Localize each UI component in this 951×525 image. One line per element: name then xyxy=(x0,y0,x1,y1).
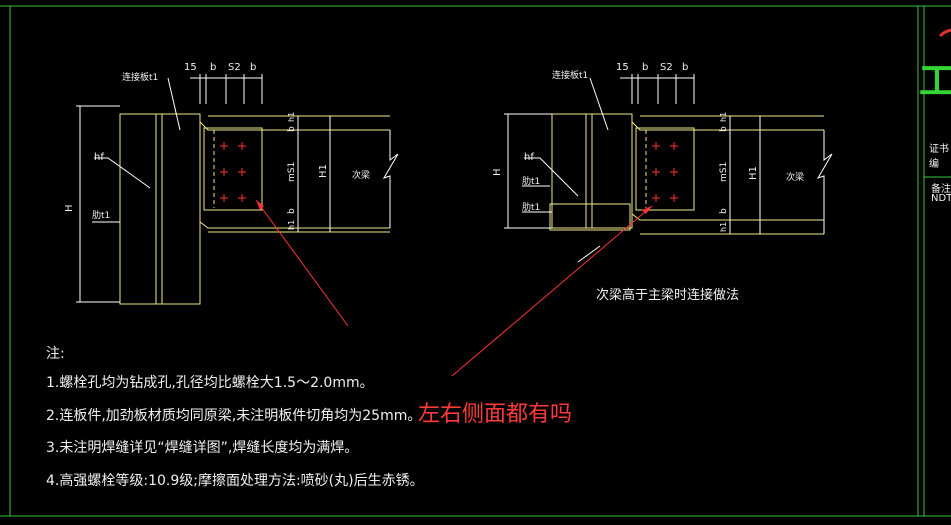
right-detail: 连接板t1 15 b S2 b hf 肋t1 肋t1 H H1 b mS1 b … xyxy=(492,62,833,263)
dim-s2: S2 xyxy=(660,62,673,73)
drawing-frame xyxy=(0,5,951,517)
bolt xyxy=(220,168,228,176)
title-block-field: 备注 xyxy=(931,184,951,195)
bolt xyxy=(652,194,660,202)
dim-15: 15 xyxy=(184,62,197,73)
weld-label: hf xyxy=(94,152,104,163)
note-item: 2.连板件,加劲板材质均同原梁,未注明板件切角均为25mm。 xyxy=(46,408,422,424)
main-beam-section xyxy=(119,113,201,305)
dim-s2: S2 xyxy=(228,62,241,73)
logo-arc-icon xyxy=(938,28,951,38)
bolt-group xyxy=(220,142,246,202)
dim-ms1: mS1 xyxy=(287,162,297,182)
beam-label: 次梁 xyxy=(352,169,370,181)
bolt xyxy=(238,168,246,176)
title-block-field: 证书编 xyxy=(929,144,949,170)
weld-label: hf xyxy=(524,152,534,163)
dim-h1: h1 xyxy=(719,222,728,232)
dim-h: H xyxy=(64,204,75,212)
dim-b: b xyxy=(287,208,297,214)
dim-b: b xyxy=(210,62,216,73)
note-item: 1.螺栓孔均为钻成孔,孔径均比螺栓大1.5～2.0mm。 xyxy=(46,375,374,391)
bolt xyxy=(670,194,678,202)
dim-h1: h1 xyxy=(287,220,296,230)
beam-label: 次梁 xyxy=(786,171,804,183)
note-item: 4.高强螺栓等级:10.9级;摩擦面处理方法:喷砂(丸)后生赤锈。 xyxy=(46,473,424,489)
dim-b: b xyxy=(250,62,256,73)
bolt xyxy=(238,142,246,150)
annotation-arrows xyxy=(255,199,653,377)
detail-caption: 次梁高于主梁时连接做法 xyxy=(596,288,740,303)
plate-label: 连接板t1 xyxy=(552,69,588,81)
plate-label: 连接板t1 xyxy=(122,71,158,83)
stiffener-label: 肋t1 xyxy=(522,202,540,213)
bolt xyxy=(652,168,660,176)
dim-h: H xyxy=(492,168,503,176)
dim-h1: h1 xyxy=(719,112,728,122)
dim-b: b xyxy=(682,62,688,73)
bolt xyxy=(652,142,660,150)
left-detail: 连接板t1 15 b S2 b hf 肋t1 H H1 b mS1 b h1 h… xyxy=(64,62,399,305)
stiffener-label: 肋t1 xyxy=(92,210,110,221)
dim-h1: H1 xyxy=(318,164,329,178)
title-block-field: NDT xyxy=(931,193,951,204)
connection-plate xyxy=(635,127,695,211)
annotation-comment: 左右侧面都有吗 xyxy=(418,402,573,427)
stiffener-label: 肋t1 xyxy=(522,176,540,187)
dim-h1: H1 xyxy=(748,166,759,180)
lower-stiffener xyxy=(549,203,631,231)
dim-15: 15 xyxy=(616,62,629,73)
bolt xyxy=(220,194,228,202)
bolt xyxy=(238,194,246,202)
dim-b: b xyxy=(287,126,297,132)
bolt xyxy=(220,142,228,150)
note-item: 3.未注明焊缝详见“焊缝详图”,焊缝长度均为满焊。 xyxy=(46,440,359,456)
dim-h1: h1 xyxy=(287,112,296,122)
notes-title: 注: xyxy=(46,346,65,362)
title-block-logo: 工 xyxy=(919,61,951,102)
connection-plate xyxy=(203,127,263,211)
dim-b: b xyxy=(719,126,729,132)
dim-b: b xyxy=(719,208,729,214)
bolt-group xyxy=(652,142,678,202)
dim-b: b xyxy=(642,62,648,73)
dim-ms1: mS1 xyxy=(719,162,729,182)
bolt xyxy=(670,142,678,150)
bolt xyxy=(670,168,678,176)
